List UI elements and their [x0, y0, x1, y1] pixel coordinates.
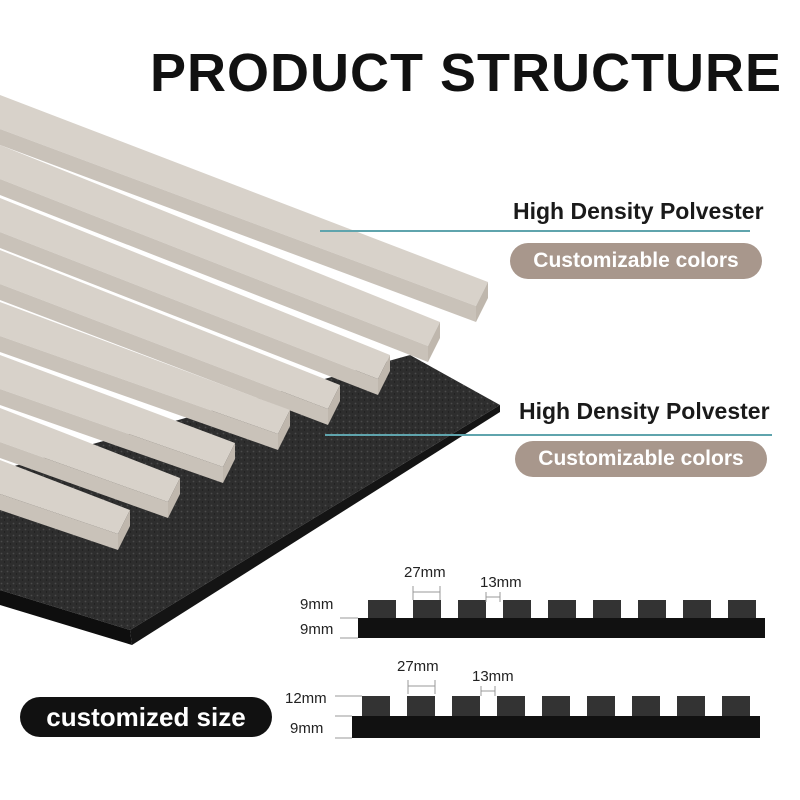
polyester-slats — [0, 95, 488, 550]
diagram-slat — [593, 600, 621, 618]
customized-size-badge: customized size — [20, 697, 272, 737]
diagram2-slat-width: 27mm — [397, 658, 439, 675]
diagram-slat — [587, 696, 615, 716]
bottom-layer-color-badge: Customizable colors — [515, 441, 767, 477]
slat-end-face — [328, 385, 340, 425]
slat-side-face — [0, 494, 118, 550]
slat-side-face — [0, 389, 223, 483]
felt-backing-panel — [0, 355, 500, 645]
slat-top-face — [0, 250, 340, 409]
diagram-slat — [677, 696, 705, 716]
diagram-slat — [728, 600, 756, 618]
page-title: PRODUCT STRUCTURE — [150, 43, 782, 103]
slat-side-face — [0, 442, 168, 518]
slat-top-face — [0, 460, 130, 534]
diagram-slat — [542, 696, 570, 716]
diagram-slat — [632, 696, 660, 716]
slat-side-face — [0, 179, 428, 362]
slat-top-face — [0, 145, 440, 346]
slat-end-face — [278, 410, 290, 450]
slat-top-face — [0, 355, 235, 467]
diagram-slat — [362, 696, 390, 716]
top-layer-label: High Density Polvester — [513, 198, 764, 224]
diagram-slat — [638, 600, 666, 618]
bottom-layer-label: High Density Polvester — [519, 398, 770, 424]
slat-end-face — [428, 322, 440, 362]
slat-side-face — [0, 284, 328, 425]
slat-end-face — [378, 355, 390, 395]
diagram-slat — [497, 696, 525, 716]
diagram1-slat-width: 27mm — [404, 564, 446, 581]
slat-top-face — [0, 408, 180, 502]
diagram2-gap: 13mm — [472, 668, 514, 685]
top-layer-color-badge: Customizable colors — [510, 243, 762, 279]
diagram-slat — [683, 600, 711, 618]
diagram1-gap: 13mm — [480, 574, 522, 591]
diagram-slat — [548, 600, 576, 618]
bottom-layer-leader-line — [325, 434, 772, 436]
slat-side-face — [0, 336, 278, 450]
diagram1-base-height: 9mm — [300, 621, 334, 638]
diagram2-base-height: 9mm — [290, 720, 324, 737]
diagram-base — [352, 716, 760, 738]
slat-top-face — [0, 95, 488, 306]
slat-end-face — [223, 443, 235, 483]
slat-end-face — [118, 510, 130, 550]
diagram-slat — [722, 696, 750, 716]
diagram-slats — [362, 696, 750, 716]
diagram-slat — [368, 600, 396, 618]
diagram-slat — [413, 600, 441, 618]
diagram-slat — [407, 696, 435, 716]
diagram2-slat-height: 12mm — [285, 690, 327, 707]
slat-end-face — [168, 478, 180, 518]
slat-side-face — [0, 129, 476, 322]
diagram-slats — [368, 600, 756, 618]
slat-top-face — [0, 198, 390, 379]
slat-top-face — [0, 302, 290, 434]
diagram-slat — [458, 600, 486, 618]
diagram1-slat-height: 9mm — [300, 596, 334, 613]
top-layer-leader-line — [320, 230, 750, 232]
slat-side-face — [0, 232, 378, 395]
diagram-slat — [503, 600, 531, 618]
slat-end-face — [476, 282, 488, 322]
diagram-base — [358, 618, 765, 638]
diagram-slat — [452, 696, 480, 716]
